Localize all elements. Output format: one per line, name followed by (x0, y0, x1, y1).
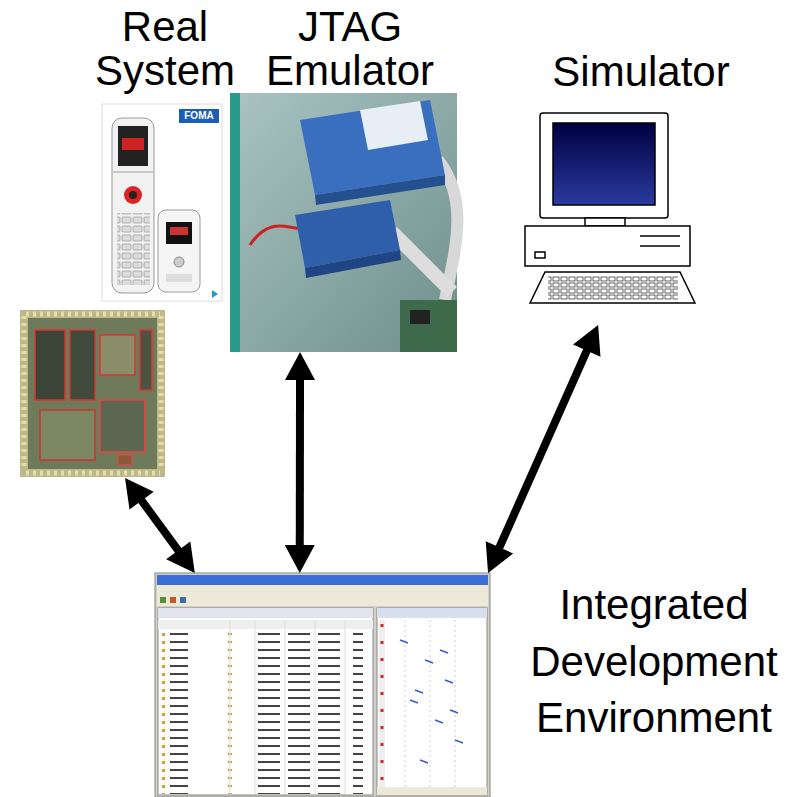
arrow-head (486, 541, 513, 573)
double-arrow (125, 478, 195, 573)
arrow-head (285, 545, 315, 573)
arrow-head (125, 478, 154, 509)
connector-line (140, 499, 179, 552)
arrow-head (573, 325, 600, 357)
connector-line (296, 378, 304, 547)
arrow-head (285, 352, 315, 380)
jtag-emulator-photo (230, 93, 457, 352)
system-group: JTAG Emulator (240, 5, 460, 352)
system-group: Simulator (500, 5, 782, 325)
group-heading: Simulator (500, 50, 782, 94)
ide-group: Integrated Development Environment (155, 573, 787, 797)
connector-line (499, 349, 588, 549)
ide-screenshot (155, 573, 490, 797)
system-group: Real System (15, 5, 240, 478)
group-heading: Real System (90, 5, 240, 93)
double-arrow (486, 325, 601, 573)
group-heading: Integrated Development Environment (521, 577, 787, 747)
double-arrow (285, 352, 315, 573)
chip-die-photo (20, 310, 165, 477)
arrow-head (166, 542, 195, 573)
group-heading: JTAG Emulator (240, 5, 460, 93)
computer-icon (525, 113, 695, 303)
badge-text: FOMA (179, 109, 219, 123)
phone-photo (102, 104, 222, 301)
